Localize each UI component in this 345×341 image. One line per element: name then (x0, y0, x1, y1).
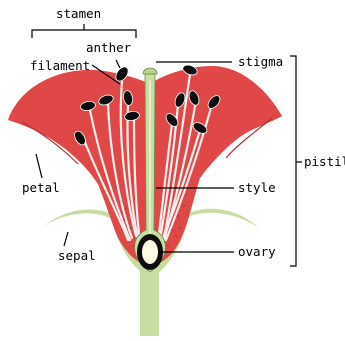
label-petal: petal (22, 180, 60, 195)
label-sepal: sepal (58, 248, 96, 263)
label-filament: filament (30, 58, 90, 73)
label-stigma: stigma (238, 54, 283, 69)
petal-leader (36, 154, 42, 178)
stigma-tip (143, 68, 157, 74)
stem (140, 268, 159, 336)
label-anther: anther (86, 40, 132, 55)
ovule (142, 240, 158, 264)
anther-leader (116, 60, 120, 68)
stamen-bracket (32, 30, 136, 38)
pistil-bracket (290, 56, 296, 266)
label-ovary: ovary (238, 244, 276, 259)
label-stamen: stamen (56, 6, 101, 21)
sepal-leader (64, 232, 68, 246)
label-style: style (238, 180, 276, 195)
label-pistil: pistil (304, 154, 345, 169)
